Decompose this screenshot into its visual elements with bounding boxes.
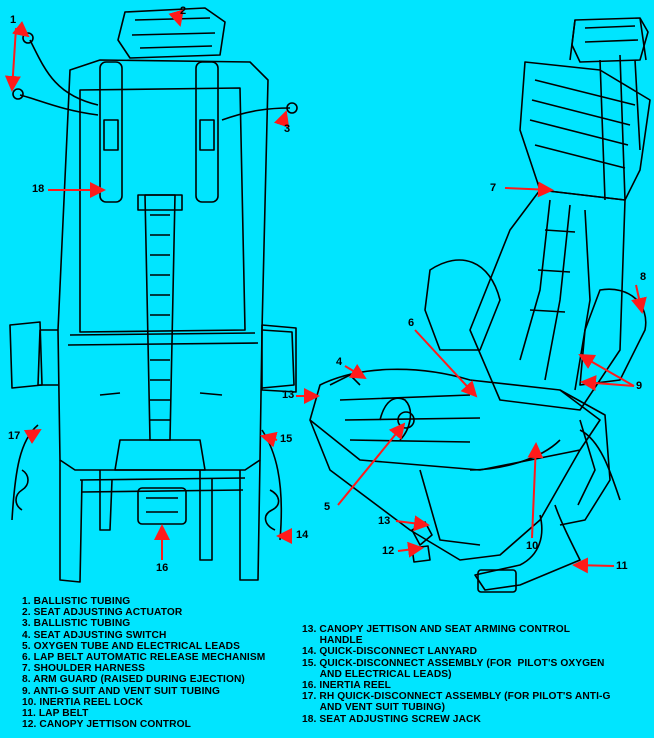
legend-item: 5. OXYGEN TUBE AND ELECTRICAL LEADS: [22, 640, 241, 652]
legend-item: 2. SEAT ADJUSTING ACTUATOR: [22, 607, 183, 619]
callout-11: 11: [616, 560, 628, 572]
callout-3: 3: [284, 123, 291, 135]
callout-12: 12: [382, 545, 395, 557]
legend-item: 11. LAP BELT: [22, 708, 89, 720]
callout-arrows: [4, 9, 647, 574]
legend-item: 8. ARM GUARD (RAISED DURING EJECTION): [22, 674, 245, 686]
callout-10: 10: [526, 540, 539, 552]
callout-17: 17: [8, 430, 21, 442]
callout-16: 16: [156, 562, 169, 574]
callout-2: 2: [180, 5, 187, 17]
legend-item: 4. SEAT ADJUSTING SWITCH: [22, 629, 167, 641]
legend-item: 15. QUICK-DISCONNECT ASSEMBLY (FOR PILOT…: [302, 657, 605, 680]
legend-item: 14. QUICK-DISCONNECT LANYARD: [302, 646, 478, 658]
legend-item: 12. CANOPY JETTISON CONTROL: [22, 719, 191, 731]
callout-14: 14: [296, 529, 309, 541]
legend-item: 7. SHOULDER HARNESS: [22, 663, 146, 675]
legend-item: 1. BALLISTIC TUBING: [22, 596, 131, 607]
parts-legend: 1. BALLISTIC TUBING 2. SEAT ADJUSTING AC…: [0, 596, 654, 738]
callout-8: 8: [640, 271, 647, 283]
seat-illustration: [4, 7, 651, 593]
callout-6: 6: [408, 317, 415, 329]
legend-item: 9. ANTI-G SUIT AND VENT SUIT TUBING: [22, 685, 221, 697]
legend-item: 18. SEAT ADJUSTING SCREW JACK: [302, 713, 481, 725]
legend-item: 13. CANOPY JETTISON AND SEAT ARMING CONT…: [302, 624, 571, 647]
callout-13-upper: 13: [282, 389, 295, 401]
callout-15: 15: [280, 433, 293, 445]
side-view-seat: [309, 17, 651, 593]
legend-item: 3. BALLISTIC TUBING: [22, 618, 131, 630]
ejection-seat-diagram: 1 2 3 4 5 6 7 8 9 10 11 12 13 13 14 15 1…: [4, 5, 651, 593]
legend-item: 17. RH QUICK-DISCONNECT ASSEMBLY (FOR PI…: [302, 691, 611, 714]
callout-1: 1: [10, 14, 17, 26]
callout-4: 4: [336, 356, 343, 368]
callout-5: 5: [324, 501, 331, 513]
callout-9: 9: [636, 380, 643, 392]
legend-item: 10. INERTIA REEL LOCK: [22, 696, 143, 708]
callout-13-lower: 13: [378, 515, 391, 527]
legend-item: 6. LAP BELT AUTOMATIC RELEASE MECHANISM: [22, 652, 266, 664]
rear-view-seat: [9, 7, 298, 583]
callout-7: 7: [490, 182, 497, 194]
legend-column-right: 13. CANOPY JETTISON AND SEAT ARMING CONT…: [302, 624, 652, 725]
callout-18: 18: [32, 183, 45, 195]
legend-column-left: 1. BALLISTIC TUBING 2. SEAT ADJUSTING AC…: [22, 596, 302, 730]
legend-item: 16. INERTIA REEL: [302, 680, 391, 692]
